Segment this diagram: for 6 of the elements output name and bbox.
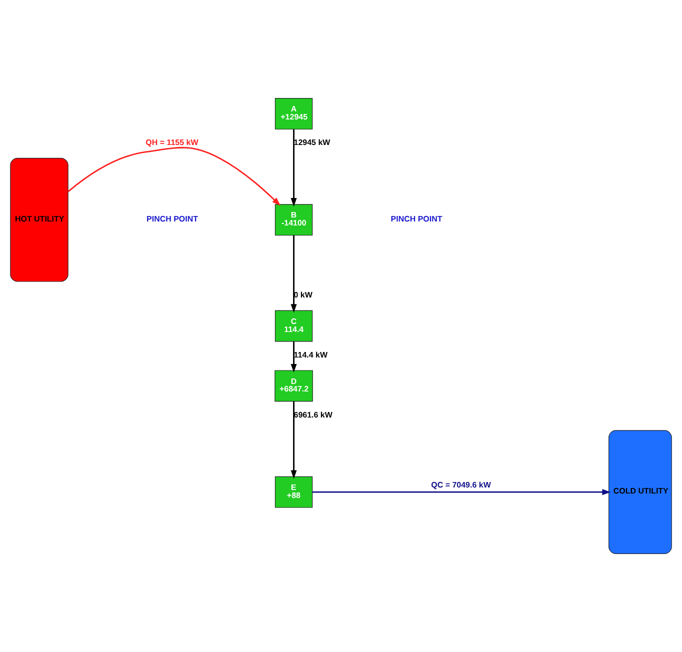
arrow [290,235,297,313]
arrow [68,146,280,206]
arrow [290,342,297,373]
arrow [312,489,611,496]
arrow [290,402,297,479]
arrow [290,129,297,207]
